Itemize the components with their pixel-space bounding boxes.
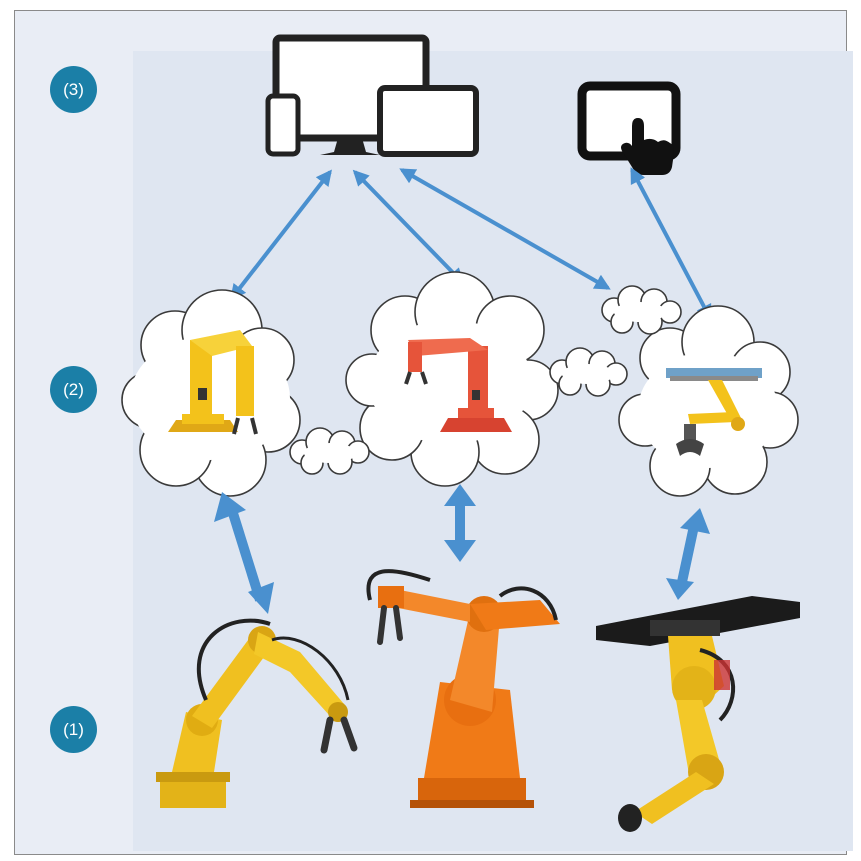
arrow-twin-robot-2 bbox=[444, 484, 476, 562]
small-cloud-left bbox=[289, 427, 370, 475]
multi-device-icon bbox=[265, 34, 479, 157]
digital-twin-yellow-robot-icon bbox=[168, 330, 258, 435]
cloud-shapes bbox=[121, 271, 799, 497]
arrow-client-twin-1 bbox=[230, 169, 332, 301]
level-1-label: (1) bbox=[63, 719, 84, 739]
digital-twin-ceiling-robot-icon bbox=[666, 368, 762, 456]
small-cloud-top bbox=[601, 285, 682, 335]
connection-arrows-bottom bbox=[214, 484, 710, 614]
physical-ceiling-robot bbox=[596, 596, 800, 832]
small-cloud-middle bbox=[549, 347, 628, 397]
level-2-badge: (2) bbox=[50, 366, 97, 413]
level-3-badge: (3) bbox=[50, 66, 97, 113]
arrow-client-twin-3 bbox=[399, 168, 611, 290]
arrow-twin-robot-1 bbox=[214, 492, 274, 614]
level-1-badge: (1) bbox=[50, 706, 97, 753]
touchscreen-tablet-icon bbox=[577, 81, 681, 175]
arrow-client-twin-2 bbox=[352, 169, 465, 285]
digital-twin-red-robot-icon bbox=[404, 338, 512, 432]
cloud-twin-3 bbox=[618, 305, 799, 497]
level-3-label: (3) bbox=[63, 79, 84, 99]
physical-orange-robot bbox=[366, 569, 560, 808]
connection-arrows-top bbox=[230, 167, 712, 321]
level-2-label: (2) bbox=[63, 379, 84, 399]
physical-yellow-robot bbox=[156, 618, 358, 808]
arrow-twin-robot-3 bbox=[666, 508, 710, 600]
cloud-twin-2 bbox=[345, 271, 559, 487]
arrow-touch-twin-3 bbox=[630, 167, 712, 321]
